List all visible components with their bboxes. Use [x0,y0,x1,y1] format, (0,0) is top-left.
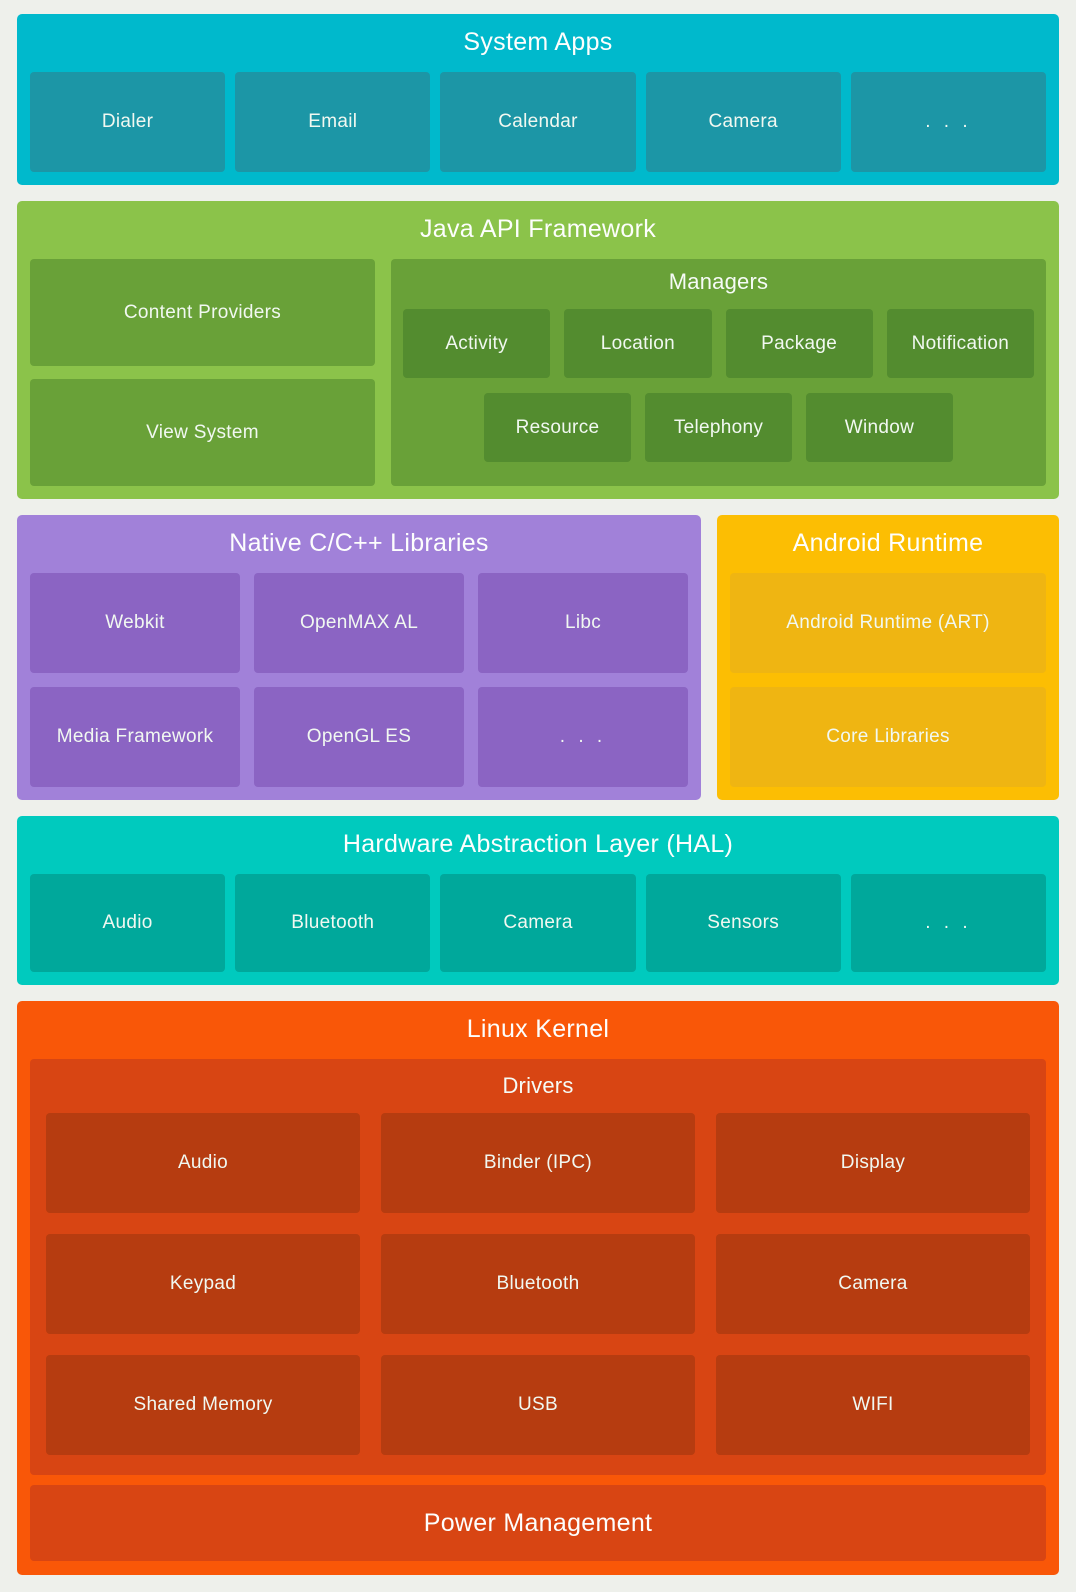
managers-title: Managers [668,269,769,294]
hal-sensors: Sensors [645,874,841,972]
android-runtime-title: Android Runtime [792,529,984,557]
system-app-camera: Camera [645,72,841,172]
manager-telephony: Telephony [645,393,792,462]
system-apps-title: System Apps [463,28,613,56]
native-libraries-grid: Webkit OpenMAX AL Libc Media Framework O… [30,573,688,787]
driver-usb: USB [381,1355,695,1455]
layer-system-apps: System Apps Dialer Email Calendar Camera… [17,14,1059,185]
driver-wifi: WIFI [716,1355,1030,1455]
system-app-calendar: Calendar [440,72,636,172]
android-runtime-column: Android Runtime (ART) Core Libraries [730,573,1046,787]
manager-window: Window [806,393,953,462]
native-libraries-title: Native C/C++ Libraries [229,529,489,557]
driver-keypad: Keypad [46,1234,360,1334]
system-app-dialer: Dialer [30,72,226,172]
layer-linux-kernel: Linux Kernel Drivers Audio Binder (IPC) … [17,1001,1059,1575]
manager-notification: Notification [886,309,1034,378]
drivers-grid: Audio Binder (IPC) Display Keypad Blueto… [46,1113,1030,1455]
system-app-email: Email [235,72,431,172]
layer-native-libraries: Native C/C++ Libraries Webkit OpenMAX AL… [17,515,701,800]
managers-row-1: Activity Location Package Notification [403,309,1034,378]
driver-shared-memory: Shared Memory [46,1355,360,1455]
android-runtime-art: Android Runtime (ART) [730,573,1046,673]
native-and-runtime-row: Native C/C++ Libraries Webkit OpenMAX AL… [17,515,1059,800]
java-api-left-column: Content Providers View System [30,259,375,486]
power-management-bar: Power Management [30,1485,1046,1561]
native-libs-ellipsis: . . . [478,687,688,787]
driver-display: Display [716,1113,1030,1213]
core-libraries: Core Libraries [730,687,1046,787]
manager-location: Location [564,309,712,378]
drivers-title: Drivers [502,1073,574,1098]
layer-hal: Hardware Abstraction Layer (HAL) Audio B… [17,816,1059,985]
hal-bluetooth: Bluetooth [235,874,431,972]
driver-binder-ipc: Binder (IPC) [381,1113,695,1213]
java-api-body: Content Providers View System Managers A… [30,259,1046,486]
hal-row: Audio Bluetooth Camera Sensors . . . [30,874,1047,972]
system-apps-row: Dialer Email Calendar Camera . . . [30,72,1047,172]
native-lib-media-framework: Media Framework [30,687,240,787]
driver-audio: Audio [46,1113,360,1213]
driver-bluetooth: Bluetooth [381,1234,695,1334]
system-apps-ellipsis: . . . [850,72,1047,172]
manager-activity: Activity [403,309,551,378]
layer-java-api-framework: Java API Framework Content Providers Vie… [17,201,1059,499]
drivers-panel: Drivers Audio Binder (IPC) Display Keypa… [30,1059,1046,1475]
hal-ellipsis: . . . [850,874,1047,972]
java-api-title: Java API Framework [419,215,657,243]
hal-camera: Camera [440,874,636,972]
driver-camera: Camera [716,1234,1030,1334]
native-lib-opengl-es: OpenGL ES [254,687,464,787]
power-management-label: Power Management [423,1508,653,1537]
managers-panel: Managers Activity Location Package Notif… [391,259,1046,486]
managers-row-2: Resource Telephony Window [484,393,953,462]
hal-title: Hardware Abstraction Layer (HAL) [342,830,734,858]
native-lib-openmax-al: OpenMAX AL [254,573,464,673]
java-view-system: View System [30,379,375,486]
layer-android-runtime: Android Runtime Android Runtime (ART) Co… [717,515,1059,800]
manager-package: Package [725,309,873,378]
hal-audio: Audio [30,874,226,972]
native-lib-webkit: Webkit [30,573,240,673]
manager-resource: Resource [484,393,631,462]
linux-kernel-title: Linux Kernel [466,1015,610,1043]
java-content-providers: Content Providers [30,259,375,366]
native-lib-libc: Libc [478,573,688,673]
